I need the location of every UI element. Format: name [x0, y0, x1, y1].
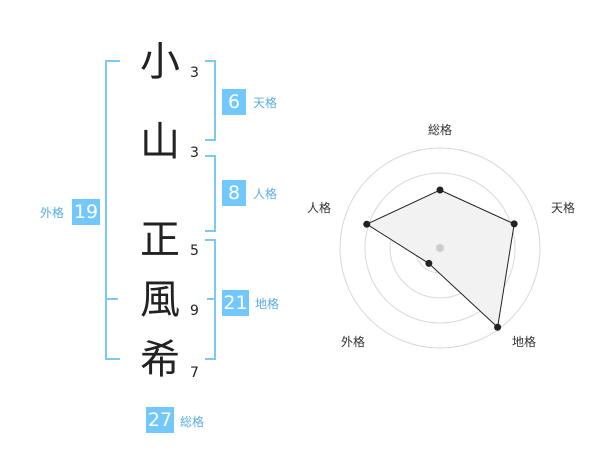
- tenkaku-label: 天格: [253, 96, 278, 110]
- radar-axis-label-soukaku: 総格: [428, 122, 452, 137]
- radar-axis-label-jinkaku: 人格: [307, 200, 331, 215]
- gaikaku-bracket: [105, 60, 120, 360]
- gaikaku-label: 外格: [40, 206, 65, 220]
- radar-points: [363, 186, 518, 331]
- radar-axis-label-tenkaku: 天格: [551, 200, 575, 215]
- radar-point: [494, 323, 502, 331]
- chikaku-label: 地格: [255, 297, 280, 311]
- radar-point: [436, 186, 444, 194]
- stroke-count-4: 9: [190, 303, 199, 319]
- radar-point: [510, 220, 518, 228]
- jinkaku-bracket: [205, 155, 216, 232]
- jinkaku-label: 人格: [253, 187, 278, 201]
- chikaku-value: 21: [222, 290, 249, 316]
- radar-ring: [339, 147, 541, 349]
- tenkaku-bracket: [205, 60, 216, 141]
- soukaku-label: 総格: [180, 415, 205, 429]
- radar-point: [425, 259, 433, 267]
- radar-axis-label-chikaku: 地格: [512, 334, 536, 349]
- radar-polygon: [365, 189, 515, 329]
- soukaku-value: 27: [146, 407, 174, 433]
- name-char-5: 希: [140, 337, 180, 383]
- name-char-1: 小: [140, 39, 180, 85]
- name-char-4: 風: [140, 277, 180, 323]
- radar-ring: [364, 172, 516, 324]
- radar-center: [436, 244, 444, 252]
- stroke-count-5: 7: [190, 365, 199, 381]
- radar-point: [363, 220, 371, 228]
- name-char-3: 正: [140, 217, 180, 263]
- stroke-count-2: 3: [190, 145, 199, 161]
- name-char-2: 山: [140, 119, 180, 165]
- jinkaku-value: 8: [222, 180, 246, 206]
- radar-axis-label-gaikaku: 外格: [341, 334, 365, 349]
- stroke-count-1: 3: [190, 65, 199, 81]
- gaikaku-value: 19: [72, 199, 100, 225]
- tenkaku-value: 6: [222, 89, 246, 115]
- stroke-count-3: 5: [190, 243, 199, 259]
